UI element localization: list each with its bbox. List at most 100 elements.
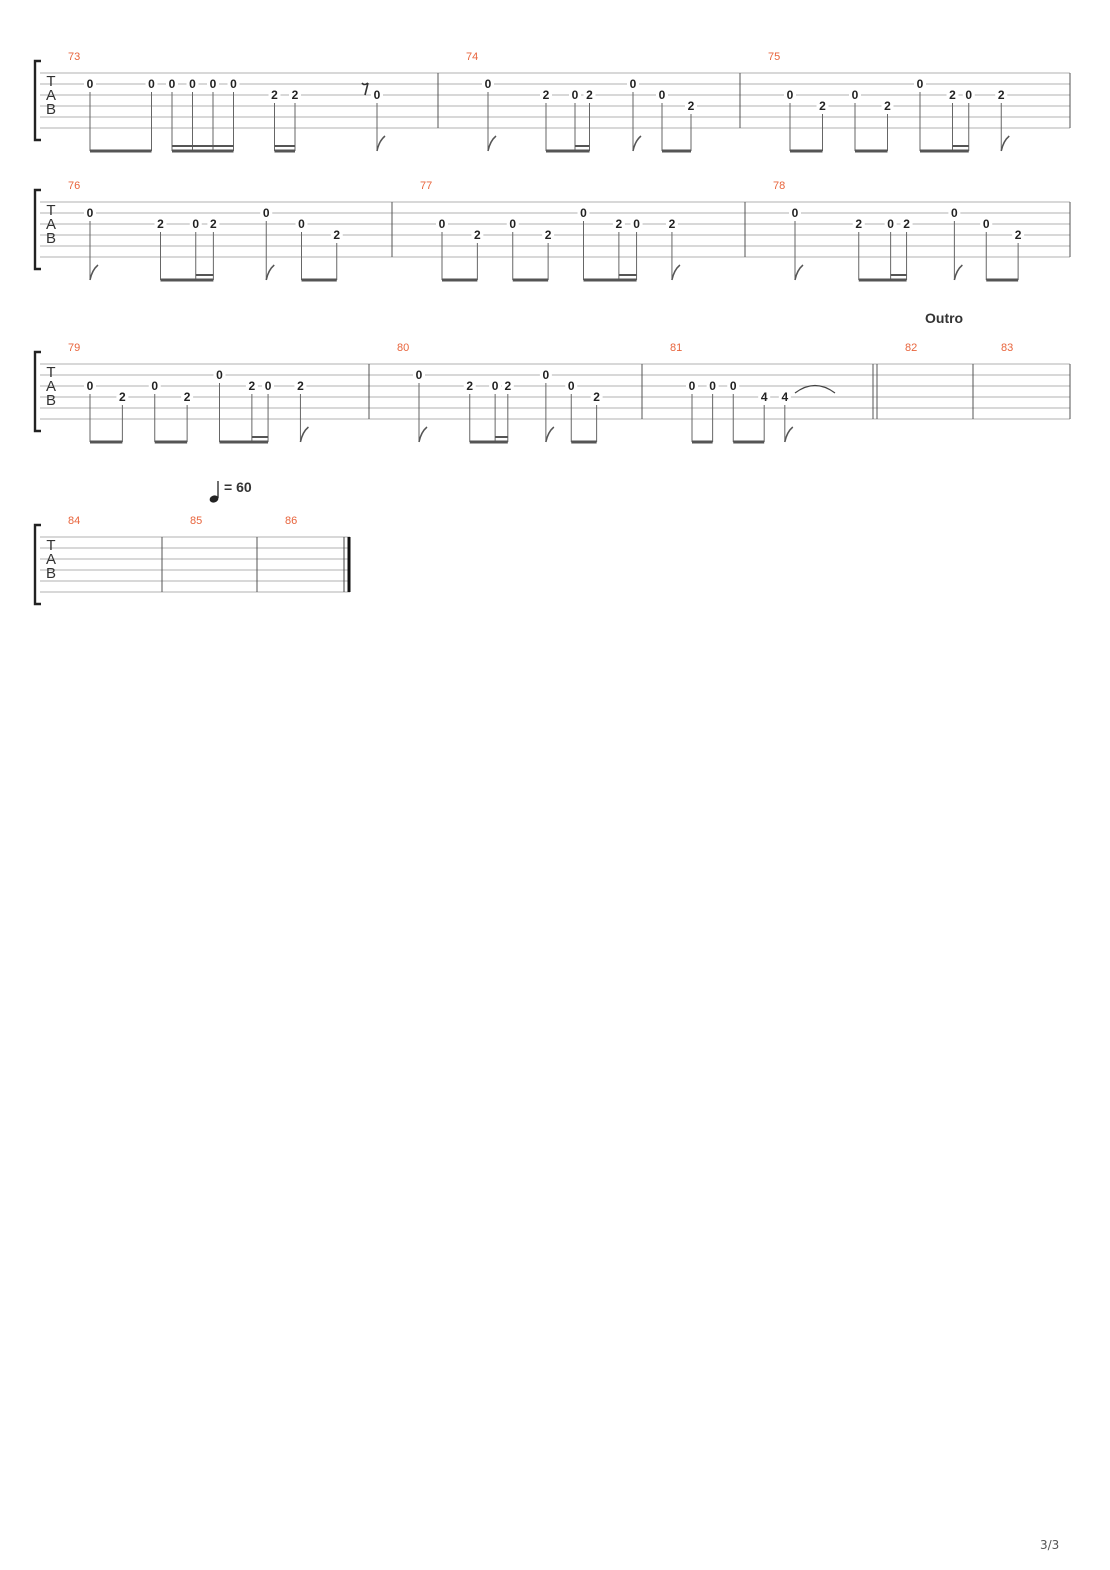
fret-mask <box>413 368 425 380</box>
measure-number: 82 <box>905 342 917 354</box>
fret-number: 0 <box>492 379 499 393</box>
note-flag <box>265 264 275 281</box>
fret-number: 0 <box>792 206 799 220</box>
fret-number: 2 <box>855 217 862 231</box>
fret-mask <box>900 217 913 229</box>
measure-number: 80 <box>397 342 409 354</box>
fret-mask <box>148 379 161 391</box>
fret-number: 0 <box>263 206 270 220</box>
system-bracket <box>33 188 41 271</box>
fret-mask <box>816 99 829 111</box>
fret-number: 2 <box>249 379 256 393</box>
fret-number: 0 <box>192 217 199 231</box>
fret-number: 0 <box>416 368 423 382</box>
fret-mask <box>995 88 1008 100</box>
fret-mask <box>849 88 861 100</box>
fret-number: 0 <box>151 379 158 393</box>
fret-number: 2 <box>669 217 676 231</box>
fret-number: 0 <box>439 217 446 231</box>
fret-mask <box>881 99 894 111</box>
fret-mask <box>665 217 678 229</box>
tab-clef-letter: B <box>46 230 56 247</box>
fret-number: 4 <box>761 390 768 404</box>
tab-clef-letter: A <box>46 551 56 568</box>
section-marker: Outro <box>925 310 963 326</box>
fret-number: 2 <box>1015 228 1022 242</box>
fret-mask <box>207 217 220 229</box>
measure-number: 79 <box>68 342 80 354</box>
fret-mask <box>268 88 281 100</box>
fret-mask <box>686 379 698 391</box>
measure-number: 86 <box>285 515 297 527</box>
fret-mask <box>245 379 258 391</box>
tempo-mark: = 60 <box>224 479 252 495</box>
fret-mask <box>627 77 639 89</box>
measure-number: 81 <box>670 342 682 354</box>
measure-number: 73 <box>68 51 80 63</box>
fret-mask <box>84 379 96 391</box>
tab-clef-letter: B <box>46 392 56 409</box>
fret-mask <box>84 206 96 218</box>
fret-number: 2 <box>998 88 1005 102</box>
fret-number: 2 <box>949 88 956 102</box>
fret-mask <box>542 228 555 240</box>
fret-mask <box>482 77 494 89</box>
note-flag <box>89 264 99 281</box>
fret-number: 2 <box>903 217 910 231</box>
fret-mask <box>262 379 275 391</box>
fret-number: 2 <box>586 88 593 102</box>
measure-number: 84 <box>68 515 80 527</box>
measure-number: 83 <box>1001 342 1013 354</box>
fret-number: 2 <box>819 99 826 113</box>
fret-number: 2 <box>157 217 164 231</box>
fret-mask <box>706 379 719 391</box>
fret-number: 2 <box>333 228 340 242</box>
fret-mask <box>852 217 865 229</box>
fret-number: 0 <box>709 379 716 393</box>
fret-number: 0 <box>965 88 972 102</box>
note-flag <box>794 264 804 281</box>
fret-mask <box>463 379 476 391</box>
fret-number: 0 <box>917 77 924 91</box>
note-flag <box>545 426 555 443</box>
tab-clef-letter: B <box>46 101 56 118</box>
fret-mask <box>914 77 926 89</box>
fret-mask <box>289 88 301 100</box>
fret-number: 0 <box>689 379 696 393</box>
note-flag <box>376 135 386 152</box>
fret-mask <box>145 77 158 89</box>
fret-number: 2 <box>616 217 623 231</box>
fret-number: 0 <box>169 77 176 91</box>
fret-number: 0 <box>485 77 492 91</box>
fret-mask <box>758 390 771 402</box>
fret-mask <box>789 206 801 218</box>
note-flag <box>299 426 309 443</box>
fret-number: 0 <box>189 77 196 91</box>
fret-number: 0 <box>951 206 958 220</box>
fret-number: 0 <box>216 368 223 382</box>
fret-number: 2 <box>545 228 552 242</box>
fret-mask <box>501 379 514 391</box>
fret-number: 0 <box>787 88 794 102</box>
fret-mask <box>294 379 307 391</box>
fret-number: 4 <box>781 390 788 404</box>
system-bracket <box>33 523 41 606</box>
fret-number: 2 <box>210 217 217 231</box>
tab-clef-letter: A <box>46 216 56 233</box>
fret-number: 0 <box>148 77 155 91</box>
fret-mask <box>590 390 603 402</box>
measure-number: 85 <box>190 515 202 527</box>
fret-mask <box>980 217 993 229</box>
tab-clef-letter: T <box>46 537 55 554</box>
fret-number: 2 <box>466 379 473 393</box>
note-flag <box>1000 135 1010 152</box>
tab-clef-letter: T <box>46 73 55 90</box>
measure-number: 77 <box>420 180 432 192</box>
fret-mask <box>489 379 502 391</box>
note-flag <box>487 135 497 152</box>
fret-mask <box>685 99 697 111</box>
rest-icon <box>361 82 369 96</box>
tab-clef-letter: A <box>46 378 56 395</box>
measure-number: 78 <box>773 180 785 192</box>
